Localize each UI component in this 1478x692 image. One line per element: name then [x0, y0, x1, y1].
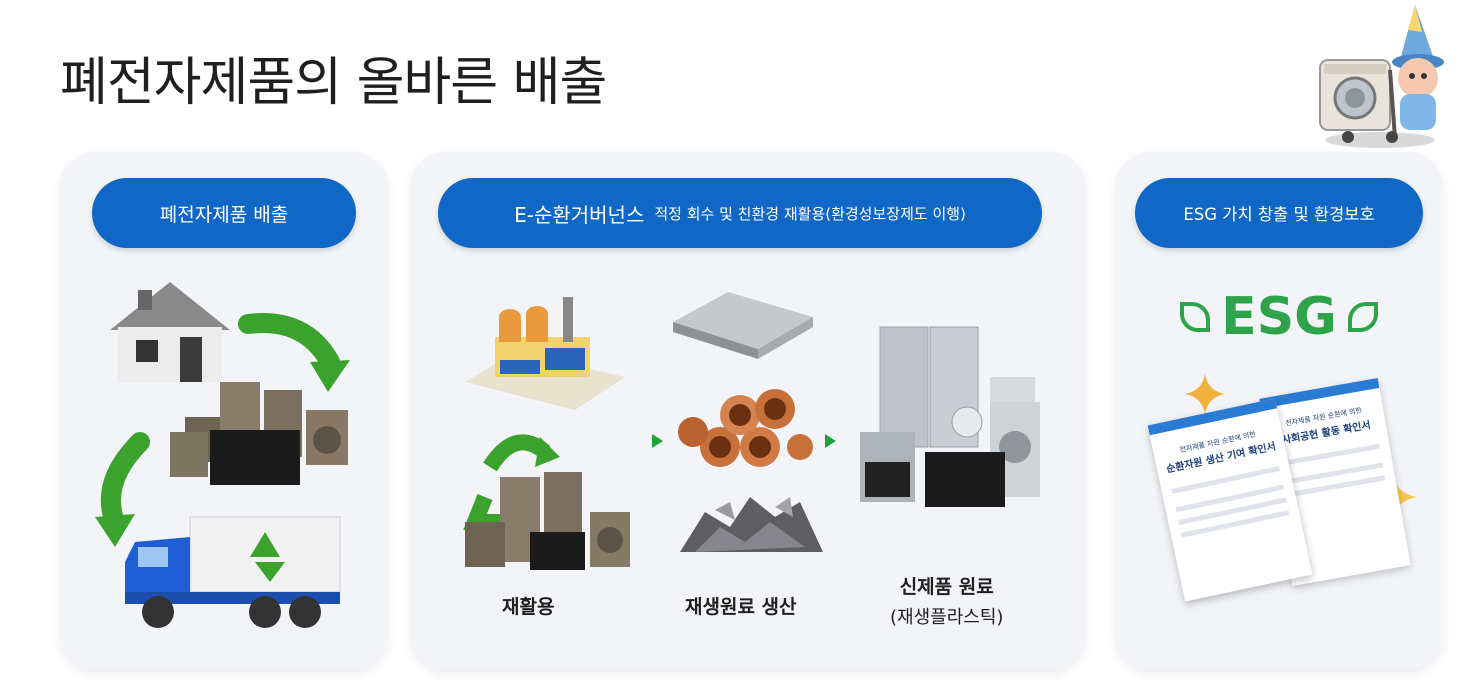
recycling-truck-icon	[125, 516, 341, 628]
step-new-product-label: 신제품 원료 (재생플라스틱)	[890, 572, 1003, 629]
disposal-pill-label: 폐전자제품 배출	[159, 203, 289, 226]
esg-pill-label: ESG 가치 창출 및 환경보호	[1183, 205, 1375, 224]
governance-card: E-순환거버넌스 적정 회수 및 친환경 재활용(환경성보장제도 이행)	[410, 152, 1086, 670]
leaf-icon	[1180, 302, 1211, 332]
page-title: 폐전자제품의 올바른 배출	[60, 53, 607, 113]
step-new-product-sub: (재생플라스틱)	[890, 607, 1004, 628]
step-new-product-title: 신제품 원료	[899, 576, 994, 598]
flow-arrow-2	[825, 434, 836, 448]
house-icon	[110, 282, 230, 382]
governance-pill-title: E-순환거버넌스	[514, 202, 645, 227]
esg-pill: ESG 가치 창출 및 환경보호	[1135, 178, 1423, 248]
factory-icon	[465, 297, 625, 410]
scrap-pile-icon	[680, 497, 823, 552]
recycle-appliances-icon	[463, 434, 630, 570]
esg-logo-text: ESG	[1221, 287, 1337, 347]
mascot-icon	[1319, 5, 1444, 148]
governance-pill: E-순환거버넌스 적정 회수 및 친환경 재활용(환경성보장제도 이행)	[438, 178, 1042, 248]
step-recycle-label: 재활용	[502, 596, 555, 618]
star-icon	[1185, 374, 1225, 414]
disposal-pill: 폐전자제품 배출	[92, 178, 356, 248]
esg-logo: ESG	[1115, 287, 1443, 347]
esg-card: ESG 가치 창출 및 환경보호 ESG 전자제품 자원 순환에 의한 사회공헌…	[1115, 152, 1443, 670]
governance-pill-subtitle: 적정 회수 및 친환경 재활용(환경성보장제도 이행)	[654, 204, 966, 223]
metal-sheet-icon	[673, 292, 813, 359]
leaf-icon	[1347, 302, 1378, 332]
disposal-illustration	[95, 282, 350, 628]
flow-arrow-1	[652, 434, 663, 448]
copper-pipes-icon	[678, 389, 813, 467]
rusty-appliances-icon	[170, 382, 348, 485]
new-appliances-icon	[860, 326, 1040, 507]
disposal-card: 폐전자제품 배출	[60, 152, 388, 670]
step-raw-material-label: 재생원료 생산	[685, 596, 797, 618]
